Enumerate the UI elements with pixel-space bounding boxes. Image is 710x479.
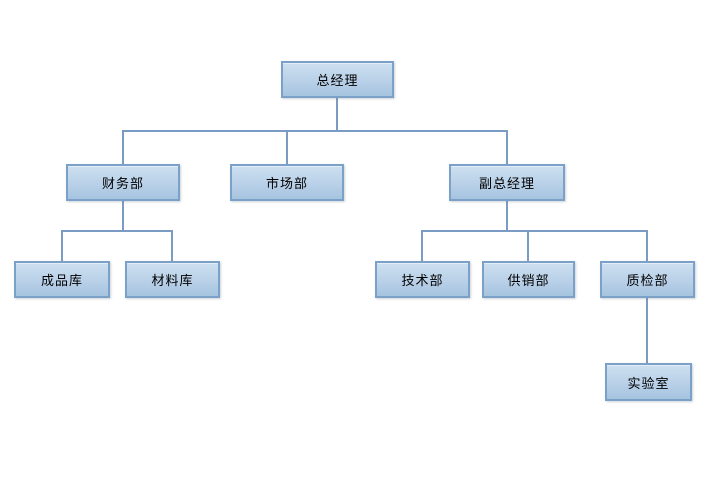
node-label: 材料库 — [151, 274, 194, 289]
node-label: 质检部 — [626, 274, 669, 289]
node-supply-sales-dept: 供销部 — [482, 261, 575, 298]
connector-drop-marketing — [286, 130, 288, 164]
node-label: 供销部 — [507, 274, 550, 289]
node-label: 技术部 — [401, 274, 444, 289]
connector-drop-quality — [646, 230, 648, 261]
node-deputy-general-manager: 副总经理 — [449, 164, 565, 201]
node-marketing-dept: 市场部 — [230, 164, 344, 201]
connector-drop-supply-sales — [527, 230, 529, 261]
node-quality-inspection-dept: 质检部 — [600, 261, 695, 298]
node-materials-warehouse: 材料库 — [125, 261, 220, 298]
connector-drop-technology — [421, 230, 423, 261]
connector-drop-deputy — [506, 130, 508, 164]
node-label: 市场部 — [265, 177, 308, 192]
connector-level1-bus — [122, 130, 508, 132]
connector-drop-finished-goods — [61, 230, 63, 261]
connector-root-stem — [336, 98, 338, 132]
node-technology-dept: 技术部 — [375, 261, 470, 298]
connector-drop-finance — [122, 130, 124, 164]
connector-deputy-bus — [421, 230, 648, 232]
connector-deputy-stem — [506, 201, 508, 232]
node-label: 副总经理 — [478, 177, 535, 192]
connector-drop-materials — [171, 230, 173, 261]
connector-quality-laboratory — [646, 298, 648, 363]
node-label: 财务部 — [101, 177, 144, 192]
connector-finance-bus — [61, 230, 173, 232]
node-laboratory: 实验室 — [605, 363, 692, 401]
node-label: 成品库 — [40, 274, 83, 289]
node-finance-dept: 财务部 — [66, 164, 180, 201]
node-general-manager: 总经理 — [281, 61, 394, 98]
connector-finance-stem — [122, 201, 124, 232]
node-label: 总经理 — [316, 74, 359, 89]
node-finished-goods-warehouse: 成品库 — [14, 261, 110, 298]
node-label: 实验室 — [627, 376, 670, 392]
